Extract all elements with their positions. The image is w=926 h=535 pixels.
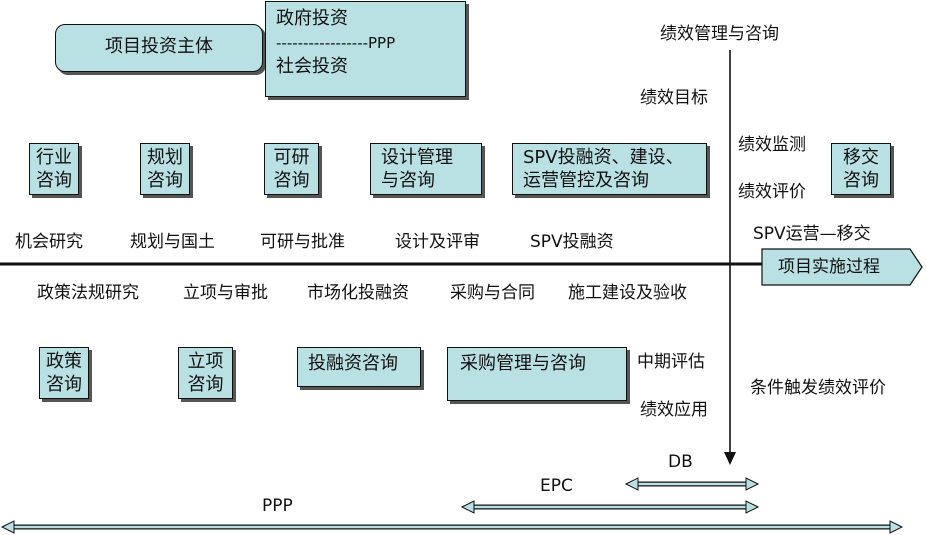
box-line: 采购管理与咨询 — [460, 353, 586, 374]
stage-approval: 立项与审批 — [183, 283, 268, 303]
box-line: 立项 — [187, 351, 224, 372]
gov-investment: 政府投资 — [276, 8, 348, 29]
consult-box-industry: 行业 咨询 — [29, 143, 79, 195]
process-label: 项目实施过程 — [778, 257, 880, 277]
process-arrow — [761, 248, 923, 286]
ppp-divider: -----------------PPP — [276, 34, 396, 52]
consult-box-transfer: 移交 咨询 — [831, 143, 891, 195]
epc-range-arrow — [460, 500, 760, 514]
box-line: 投融资咨询 — [308, 353, 398, 374]
box-line: 咨询 — [147, 170, 183, 191]
investment-type-box: 政府投资 -----------------PPP 社会投资 — [265, 1, 466, 97]
performance-midterm: 中期评估 — [637, 352, 705, 372]
stage-market-finance: 市场化投融资 — [307, 283, 409, 303]
box-line: 咨询 — [36, 170, 72, 191]
performance-title: 绩效管理与咨询 — [660, 24, 779, 44]
performance-conditional: 条件触发绩效评价 — [750, 378, 886, 398]
performance-target: 绩效目标 — [640, 88, 708, 108]
epc-label: EPC — [540, 476, 573, 496]
social-investment: 社会投资 — [276, 56, 348, 77]
performance-apply: 绩效应用 — [640, 400, 708, 420]
performance-evaluate: 绩效评价 — [738, 182, 806, 202]
box-line: 咨询 — [187, 374, 224, 395]
performance-arrow-head — [724, 452, 736, 465]
box-line: 与咨询 — [381, 170, 435, 191]
investor-label: 项目投资主体 — [105, 36, 213, 57]
box-line: 运营管控及咨询 — [523, 170, 649, 191]
ppp-label: PPP — [262, 496, 293, 516]
stage-feasibility: 可研与批准 — [260, 232, 345, 252]
performance-monitor: 绩效监测 — [738, 135, 806, 155]
investor-box: 项目投资主体 — [55, 24, 263, 72]
box-line: 咨询 — [46, 374, 82, 395]
consult-box-feasibility: 可研 咨询 — [264, 143, 319, 195]
stage-design: 设计及评审 — [395, 232, 480, 252]
stage-spv-finance: SPV投融资 — [530, 232, 614, 252]
box-line: 咨询 — [273, 170, 310, 191]
box-line: 设计管理 — [381, 147, 453, 168]
db-label: DB — [668, 452, 693, 472]
stage-procurement: 采购与合同 — [450, 283, 535, 303]
consult-box-design: 设计管理 与咨询 — [370, 143, 482, 195]
box-line: 政策 — [46, 351, 82, 372]
box-line: 规划 — [147, 147, 183, 168]
box-line: 咨询 — [843, 170, 879, 191]
consult-box-finance: 投融资咨询 — [297, 347, 421, 387]
stage-spv-operation: SPV运营—移交 — [753, 224, 871, 244]
box-line: 行业 — [36, 147, 72, 168]
consult-box-spv: SPV投融资、建设、 运营管控及咨询 — [512, 143, 707, 195]
consult-box-planning: 规划 咨询 — [140, 143, 190, 195]
db-range-arrow — [624, 477, 760, 491]
box-line: 可研 — [273, 147, 310, 168]
stage-opportunity: 机会研究 — [15, 232, 83, 252]
consult-box-policy: 政策 咨询 — [39, 347, 89, 399]
stage-construction: 施工建设及验收 — [568, 283, 687, 303]
box-line: SPV投融资、建设、 — [523, 147, 684, 168]
consult-box-approval: 立项 咨询 — [178, 347, 233, 399]
ppp-range-arrow — [0, 520, 904, 534]
consult-box-procurement: 采购管理与咨询 — [447, 347, 627, 401]
stage-policy: 政策法规研究 — [37, 283, 139, 303]
stage-planning: 规划与国土 — [130, 232, 215, 252]
box-line: 移交 — [843, 147, 879, 168]
